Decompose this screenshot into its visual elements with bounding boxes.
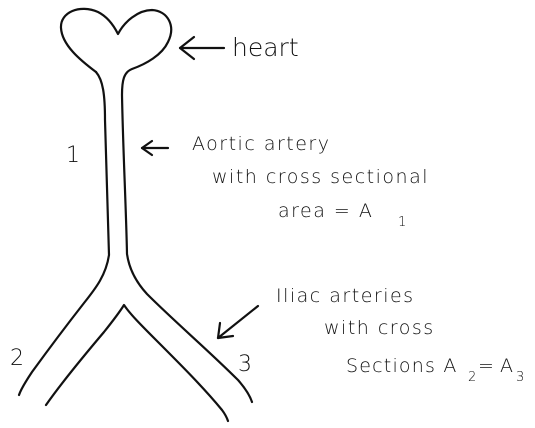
arrow-aortic xyxy=(142,141,168,155)
region-2-label: 2 xyxy=(10,346,24,371)
iliac-line-2: with cross xyxy=(324,317,435,339)
region-3-label: 3 xyxy=(238,352,252,377)
arrow-heart xyxy=(180,37,224,59)
aortic-line-3: area = A xyxy=(278,200,373,222)
iliac-inner-fork xyxy=(46,305,228,421)
iliac-line-3: Sections A xyxy=(346,355,458,377)
aortic-area-formula: area = A 1 xyxy=(278,200,406,230)
iliac-subscript-3: 3 xyxy=(516,370,524,385)
iliac-subscript-2: 2 xyxy=(468,370,476,385)
artery-outline xyxy=(19,9,252,421)
aortic-subscript-1: 1 xyxy=(398,215,406,230)
iliac-line-1: Iliac arteries xyxy=(276,285,415,307)
arrow-iliac xyxy=(218,306,258,338)
iliac-equals-a: = A xyxy=(478,355,513,377)
aortic-line-2: with cross sectional xyxy=(212,166,429,188)
region-1-label: 1 xyxy=(66,143,80,168)
iliac-area-formula: Sections A 2 = A 3 xyxy=(346,355,524,385)
aortic-line-1: Aortic artery xyxy=(192,133,330,155)
aorta-left-wall xyxy=(19,72,109,395)
heart-label: heart xyxy=(232,33,299,62)
heart-and-left-vessel-wall xyxy=(61,9,252,402)
